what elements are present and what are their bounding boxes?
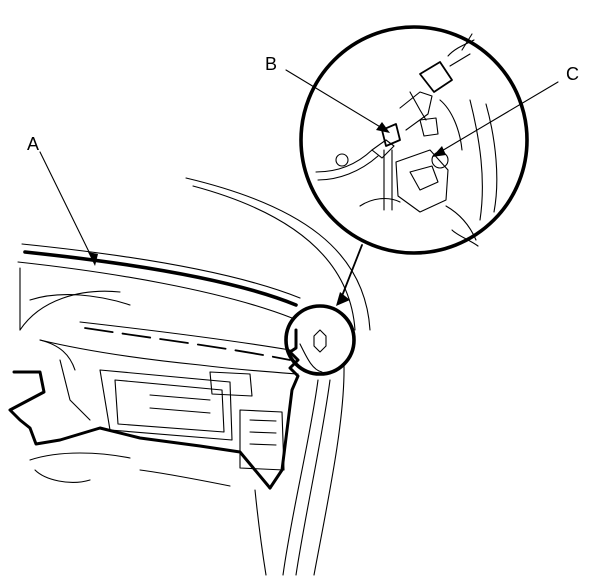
dashboard-body: [19, 267, 299, 487]
callout-label-a: A: [27, 134, 39, 154]
leader-lines: [39, 69, 559, 266]
callout-label-c: C: [566, 64, 579, 84]
dashboard-top-edge: [17, 243, 301, 319]
detail-source-circle: [284, 304, 356, 376]
callout-label-b: B: [265, 54, 277, 74]
detail-view-circle: [299, 25, 529, 255]
detail-arrow: [336, 244, 363, 306]
lower-wires: [39, 339, 267, 576]
a-pillar-outline: [185, 177, 371, 576]
panel-heavy-outline: [8, 328, 300, 490]
